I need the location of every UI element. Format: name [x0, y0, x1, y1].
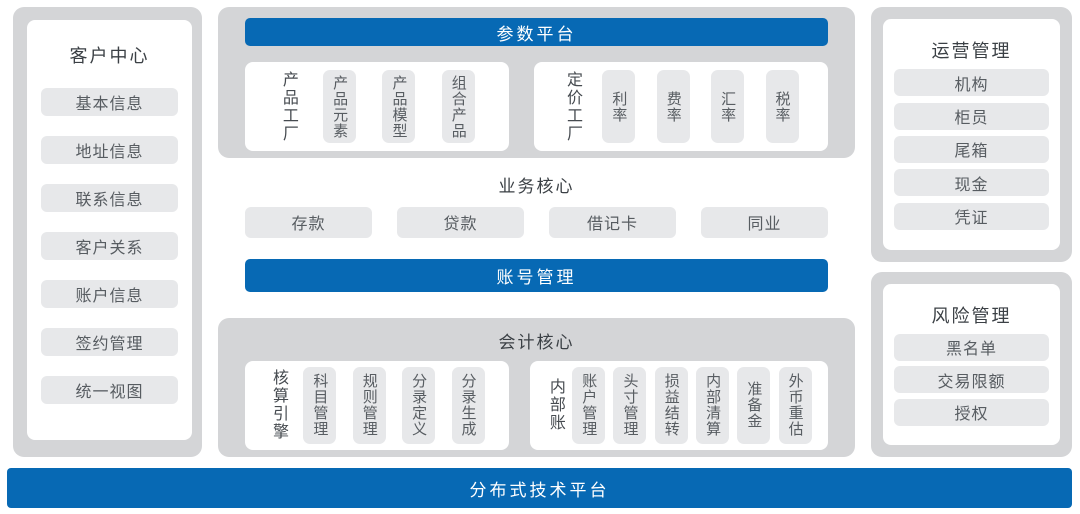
module-chip-institution: 机构 — [894, 69, 1049, 97]
module-chip-cash-box: 尾箱 — [894, 135, 1049, 163]
product-factory-label: 产品工厂 — [279, 70, 297, 143]
pricing-factory-label: 定价工厂 — [563, 70, 581, 143]
diagram-body: 客户中心 基本信息 地址信息 联系信息 客户关系 账户信息 签约管理 统一视图 … — [13, 7, 1072, 457]
parameter-platform-bar: 参数平台 — [245, 18, 828, 46]
module-chip-tax-rate: 税率 — [765, 70, 799, 143]
module-chip-address-info: 地址信息 — [41, 136, 178, 164]
product-factory-card: 产品工厂 产品元素 产品模型 组合产品 — [245, 62, 509, 151]
module-chip-product-element: 产品元素 — [323, 70, 357, 143]
module-chip-rule-mgmt: 规则管理 — [352, 366, 386, 444]
module-chip-unified-view: 统一视图 — [41, 376, 178, 404]
module-chip-contract-mgmt: 签约管理 — [41, 328, 178, 356]
module-chip-account-mgmt: 账户管理 — [572, 366, 606, 444]
module-chip-fx-revaluation: 外币重估 — [778, 366, 812, 444]
module-chip-internal-clearing: 内部清算 — [696, 366, 730, 444]
accounting-core-title: 会计核心 — [498, 332, 575, 352]
module-chip-blacklist: 黑名单 — [894, 333, 1049, 361]
customer-center-modules: 基本信息 地址信息 联系信息 客户关系 账户信息 签约管理 统一视图 — [41, 68, 178, 424]
operations-modules: 机构 柜员 尾箱 现金 凭证 — [894, 63, 1049, 236]
module-chip-account-info: 账户信息 — [41, 280, 178, 308]
module-chip-product-model: 产品模型 — [382, 70, 416, 143]
accounting-core-section: 会计核心 核算引擎 科目管理 规则管理 分录定义 分录生成 内部账 账户管理 头… — [218, 317, 855, 457]
module-chip-authorization: 授权 — [894, 398, 1049, 426]
parameter-platform-cards: 产品工厂 产品元素 产品模型 组合产品 定价工厂 利率 费率 汇率 税率 — [245, 62, 828, 151]
module-chip-pnl-carryover: 损益结转 — [654, 366, 688, 444]
accounting-engine-card: 核算引擎 科目管理 规则管理 分录定义 分录生成 — [245, 360, 509, 450]
parameter-platform-section: 参数平台 产品工厂 产品元素 产品模型 组合产品 定价工厂 利率 费率 汇率 税… — [218, 7, 855, 158]
risk-panel: 风险管理 黑名单 交易限额 授权 — [871, 272, 1072, 457]
distributed-platform-bar: 分布式技术平台 — [7, 468, 1072, 508]
module-chip-entry-generation: 分录生成 — [451, 366, 485, 444]
module-chip-customer-relation: 客户关系 — [41, 232, 178, 260]
accounting-engine-label: 核算引擎 — [269, 369, 287, 442]
module-chip-fee-rate: 费率 — [656, 70, 690, 143]
business-core-modules: 存款 贷款 借记卡 同业 — [245, 206, 828, 238]
module-chip-position-mgmt: 头寸管理 — [613, 366, 647, 444]
module-chip-reserve: 准备金 — [737, 366, 771, 444]
module-chip-subject-mgmt: 科目管理 — [303, 366, 337, 444]
internal-account-label: 内部账 — [546, 378, 564, 433]
module-chip-contact-info: 联系信息 — [41, 184, 178, 212]
business-core-title: 业务核心 — [498, 176, 575, 196]
module-chip-cash: 现金 — [894, 169, 1049, 197]
business-core-section: 业务核心 存款 贷款 借记卡 同业 账号管理 — [218, 158, 855, 292]
module-chip-deposit: 存款 — [245, 206, 372, 238]
risk-modules: 黑名单 交易限额 授权 — [894, 328, 1049, 431]
account-management-bar: 账号管理 — [245, 258, 828, 292]
operations-title: 运营管理 — [931, 41, 1012, 61]
center-column: 参数平台 产品工厂 产品元素 产品模型 组合产品 定价工厂 利率 费率 汇率 税… — [218, 7, 855, 457]
accounting-core-cards: 核算引擎 科目管理 规则管理 分录定义 分录生成 内部账 账户管理 头寸管理 损… — [245, 360, 828, 450]
module-chip-basic-info: 基本信息 — [41, 88, 178, 116]
internal-account-card: 内部账 账户管理 头寸管理 损益结转 内部清算 准备金 外币重估 — [530, 360, 828, 450]
operations-panel: 运营管理 机构 柜员 尾箱 现金 凭证 — [871, 7, 1072, 262]
module-chip-interbank: 同业 — [701, 206, 828, 238]
module-chip-loan: 贷款 — [397, 206, 524, 238]
module-chip-interest-rate: 利率 — [602, 70, 636, 143]
risk-card: 风险管理 黑名单 交易限额 授权 — [883, 284, 1060, 445]
module-chip-exchange-rate: 汇率 — [711, 70, 745, 143]
customer-center-card: 客户中心 基本信息 地址信息 联系信息 客户关系 账户信息 签约管理 统一视图 — [27, 20, 192, 440]
module-chip-debit-card: 借记卡 — [549, 206, 676, 238]
module-chip-entry-definition: 分录定义 — [402, 366, 436, 444]
module-chip-combined-product: 组合产品 — [441, 70, 475, 143]
pricing-factory-card: 定价工厂 利率 费率 汇率 税率 — [534, 62, 828, 151]
module-chip-voucher: 凭证 — [894, 202, 1049, 230]
right-column: 运营管理 机构 柜员 尾箱 现金 凭证 风险管理 黑名单 交易限额 — [871, 7, 1072, 457]
module-chip-teller: 柜员 — [894, 102, 1049, 130]
customer-center-title: 客户中心 — [69, 46, 150, 66]
operations-card: 运营管理 机构 柜员 尾箱 现金 凭证 — [883, 19, 1060, 250]
module-chip-transaction-limit: 交易限额 — [894, 366, 1049, 393]
customer-center-panel: 客户中心 基本信息 地址信息 联系信息 客户关系 账户信息 签约管理 统一视图 — [13, 7, 202, 457]
risk-title: 风险管理 — [931, 306, 1012, 326]
